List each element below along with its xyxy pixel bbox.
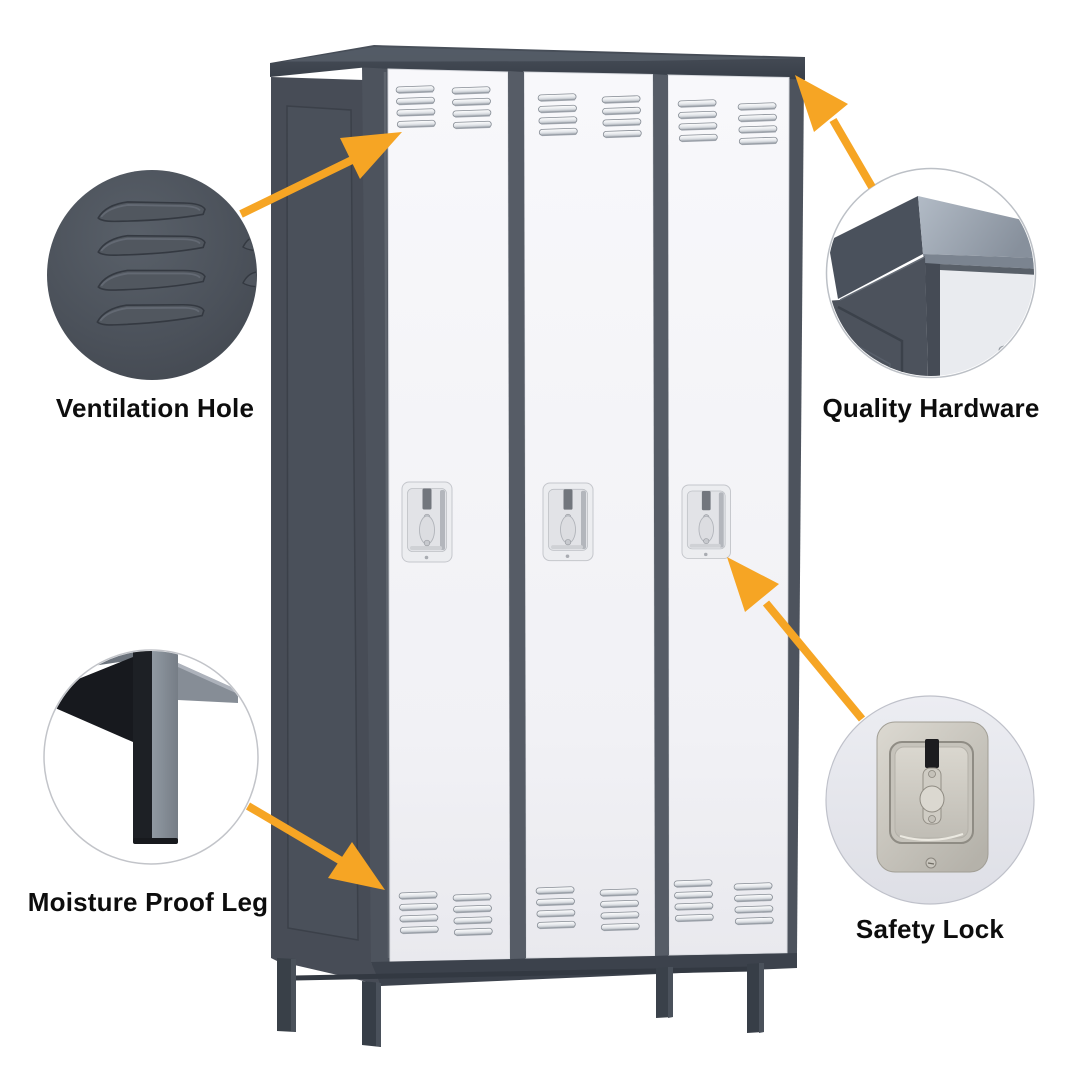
callout-arrow-moisture — [245, 802, 385, 890]
callout-label-moisture: Moisture Proof Leg — [27, 887, 269, 917]
callout-arrow-safety — [727, 557, 866, 722]
locker-base — [294, 953, 797, 986]
locker-leg-back-left — [277, 958, 296, 1032]
locker-leg-middle — [656, 967, 673, 1018]
locker-top-frame — [270, 45, 805, 80]
padlock-slot — [925, 739, 939, 768]
callout-arrow-quality — [795, 75, 876, 190]
moisture-leg-detail-circle — [43, 649, 259, 865]
door-lock-3 — [681, 484, 731, 560]
callout-label-ventilation: Ventilation Hole — [55, 393, 255, 423]
locker-leg-right — [747, 963, 764, 1033]
frame-edge-highlight — [383, 71, 391, 959]
callout-label-quality: Quality Hardware — [822, 393, 1040, 423]
door-lock-2 — [542, 482, 594, 562]
door-lock-1 — [401, 481, 453, 563]
door-divider-2 — [653, 74, 669, 956]
locker — [270, 45, 805, 1047]
callout-label-safety: Safety Lock — [855, 914, 1005, 944]
ventilation-detail-circle — [47, 170, 257, 380]
quality-hardware-detail-circle — [825, 167, 1037, 379]
door-divider-1 — [508, 71, 526, 959]
callout-arrow-ventilation — [239, 132, 402, 218]
locker-leg-front-left — [362, 981, 381, 1047]
safety-lock-detail-circle — [825, 695, 1035, 905]
locker-side-panel — [271, 77, 381, 985]
